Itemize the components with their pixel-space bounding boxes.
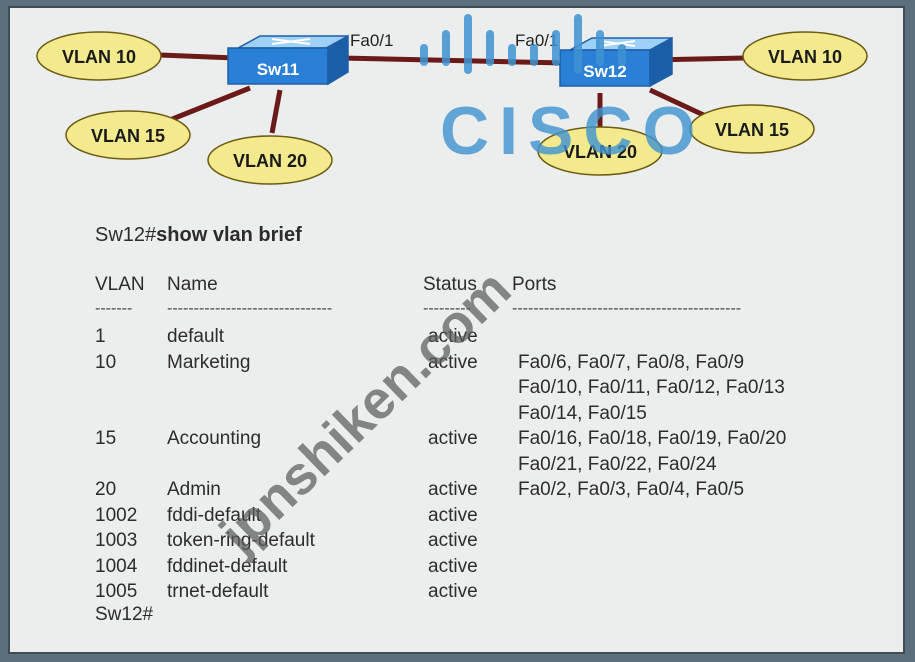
trunk-link: [339, 55, 566, 66]
row-ports-line: Fa0/10, Fa0/11, Fa0/12, Fa0/13: [518, 377, 785, 398]
sw11-label: Sw11: [257, 60, 300, 79]
vlan-node-sw11-10: VLAN 10: [36, 31, 162, 81]
vlan-label: VLAN 15: [715, 120, 789, 140]
row-vlan-name: Marketing: [167, 351, 251, 373]
site-watermark: jpnshiken.com: [208, 259, 522, 566]
row-vlan-name: fddinet-default: [167, 555, 288, 577]
row-ports-line: Fa0/2, Fa0/3, Fa0/4, Fa0/5: [518, 479, 745, 500]
trunk-port-left-label: Fa0/1: [350, 31, 393, 50]
vlan-node-sw12-15: VLAN 15: [689, 104, 815, 154]
cli-prompt: Sw12#: [95, 224, 157, 246]
row-status: active: [428, 479, 478, 500]
vlan-label: VLAN 20: [563, 142, 637, 162]
switch-sw11: Sw11: [227, 34, 349, 86]
vlan-label: VLAN 15: [91, 126, 165, 146]
row-vlan-id: 20: [95, 479, 117, 500]
row-vlan-id: 1004: [95, 555, 138, 577]
row-ports-line: Fa0/6, Fa0/7, Fa0/8, Fa0/9: [518, 351, 745, 373]
vlan-node-sw11-15: VLAN 15: [65, 110, 191, 160]
row-vlan-name: Accounting: [167, 428, 262, 449]
watermark-layer: CISCO jpnshiken.com: [208, 14, 705, 566]
row-status: active: [428, 428, 478, 449]
link-sw12-vlan15: [648, 87, 712, 121]
header-status: Status: [423, 274, 477, 295]
row-vlan-name: trnet-default: [167, 581, 269, 602]
divider-ports: ----------------------------------------…: [512, 300, 742, 317]
row-vlan-name: token-ring-default: [167, 530, 315, 551]
vlan-node-sw12-10: VLAN 10: [742, 31, 868, 81]
row-status: active: [428, 504, 478, 526]
row-vlan-id: 15: [95, 428, 117, 449]
switch-arrows-icon: [599, 40, 636, 47]
row-vlan-id: 1003: [95, 530, 138, 551]
row-status: active: [428, 555, 478, 577]
exhibit-frame: Sw11 Sw12 Fa0/1 Fa0/1 VLAN 10 VLAN 15: [8, 6, 905, 654]
command-line: Sw12#show vlan brief: [95, 224, 302, 247]
vlan-node-sw11-20: VLAN 20: [207, 135, 333, 185]
row-vlan-name: fddi-default: [167, 504, 262, 526]
row-status: active: [428, 581, 478, 602]
row-ports-line: Fa0/16, Fa0/18, Fa0/19, Fa0/20: [518, 428, 787, 449]
row-status: active: [428, 530, 478, 551]
vlan-label: VLAN 20: [233, 151, 307, 171]
row-ports-line: Fa0/14, Fa0/15: [518, 402, 647, 424]
end-prompt: Sw12#: [95, 604, 154, 625]
link-sw11-vlan10: [159, 52, 236, 61]
row-vlan-id: 1002: [95, 504, 138, 526]
row-vlan-id: 1: [95, 326, 106, 347]
row-status: active: [428, 326, 478, 347]
cisco-bars-icon: [420, 14, 626, 74]
row-vlan-name: default: [167, 326, 225, 347]
header-ports: Ports: [512, 274, 557, 295]
header-vlan: VLAN: [95, 274, 145, 295]
cli-command: show vlan brief: [156, 224, 302, 246]
row-ports-line: Fa0/21, Fa0/22, Fa0/24: [518, 453, 717, 475]
row-vlan-id: 10: [95, 351, 117, 373]
link-sw11-vlan20: [269, 89, 283, 134]
cli-output: Sw12#show vlan brief VLAN Name Status Po…: [10, 8, 903, 652]
switch-arrows-icon: [271, 38, 311, 45]
row-vlan-name: Admin: [167, 479, 221, 500]
row-status: active: [428, 351, 478, 373]
vlan-label: VLAN 10: [768, 47, 842, 67]
cisco-watermark: CISCO: [440, 93, 705, 169]
divider-status: ---------: [423, 300, 471, 317]
sw12-label: Sw12: [583, 62, 626, 81]
vlan-node-sw12-20: VLAN 20: [537, 126, 663, 176]
header-name: Name: [167, 274, 218, 295]
divider-vlan: -------: [95, 300, 133, 317]
vlan-label: VLAN 10: [62, 47, 136, 67]
trunk-port-right-label: Fa0/1: [515, 31, 558, 50]
divider-name: -------------------------------: [167, 300, 333, 317]
row-vlan-id: 1005: [95, 581, 138, 602]
